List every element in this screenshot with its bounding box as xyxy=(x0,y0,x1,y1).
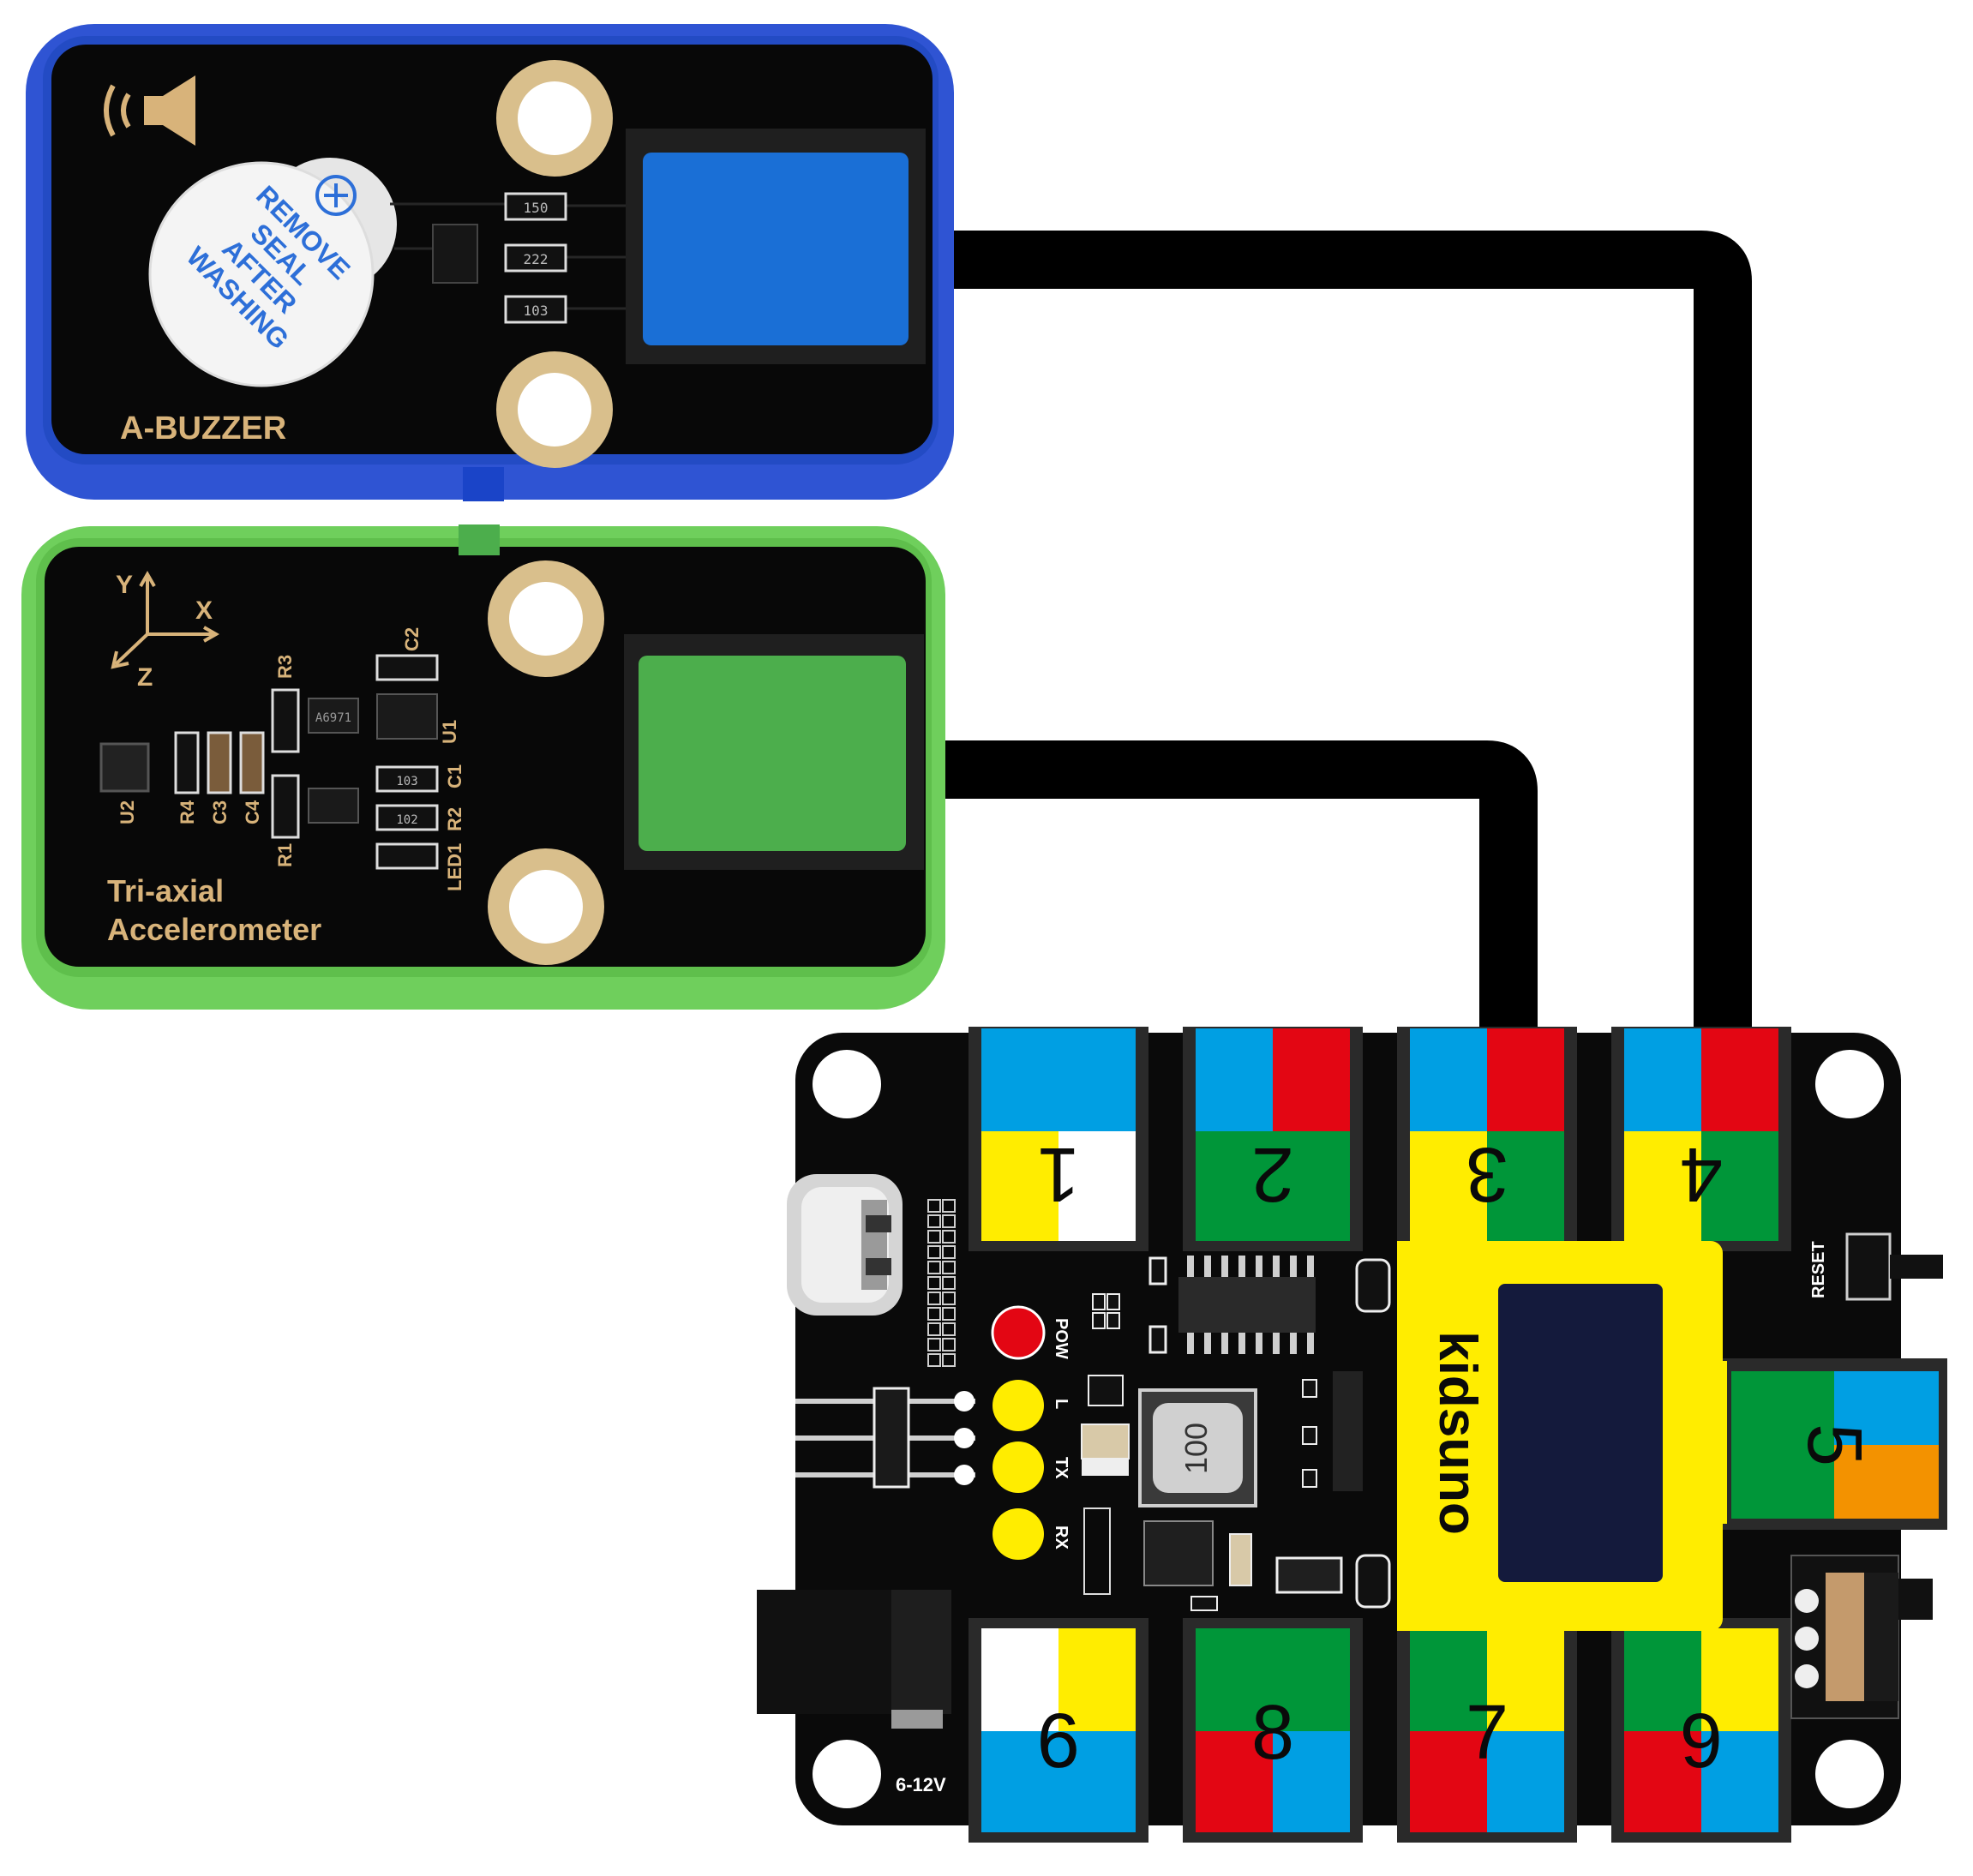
reset-label: RESET xyxy=(1809,1241,1828,1298)
power-input-label: 6-12V xyxy=(896,1774,946,1795)
svg-text:U1: U1 xyxy=(439,720,460,744)
port-1-number: 1 xyxy=(1037,1131,1080,1217)
port-2-number: 2 xyxy=(1251,1131,1294,1217)
port-6[interactable]: 6 xyxy=(1624,1628,1778,1832)
port-5[interactable]: 5 xyxy=(1731,1371,1939,1519)
svg-text:Tri-axial: Tri-axial xyxy=(107,873,224,908)
svg-text:LED1: LED1 xyxy=(444,843,465,891)
usb-c-port[interactable] xyxy=(787,1174,903,1316)
svg-text:C4: C4 xyxy=(242,800,263,824)
accel-latch xyxy=(459,524,500,555)
svg-text:103: 103 xyxy=(396,775,417,788)
buzzer-module: REMOVE SEAL AFTER WASHING 150 222 103 xyxy=(26,24,954,501)
svg-text:Accelerometer: Accelerometer xyxy=(107,912,321,947)
svg-text:R3: R3 xyxy=(274,655,296,679)
mainboard: 1 2 3 4 5 xyxy=(757,1027,1947,1843)
svg-text:222: 222 xyxy=(524,251,549,267)
svg-text:X: X xyxy=(195,596,213,625)
l-led xyxy=(992,1380,1044,1431)
accelerometer-module: Y X Z A6971 103 102 R3 C2 U1 xyxy=(21,524,945,1010)
svg-text:POW: POW xyxy=(1052,1318,1070,1359)
rx-led xyxy=(992,1508,1044,1560)
cable-buzzer-to-port-4 xyxy=(951,260,1723,1028)
port-5-number: 5 xyxy=(1791,1423,1877,1466)
port-3[interactable]: 3 xyxy=(1410,1028,1564,1241)
buzzer-resistors: 150 222 103 xyxy=(506,194,566,322)
inductor-code: 100 xyxy=(1178,1423,1214,1474)
port-9[interactable]: 9 xyxy=(981,1628,1136,1832)
pow-led xyxy=(992,1307,1044,1358)
port-3-number: 3 xyxy=(1466,1131,1508,1217)
dc-power-jack[interactable] xyxy=(757,1590,951,1729)
port-4[interactable]: 4 xyxy=(1624,1028,1778,1241)
svg-text:R4: R4 xyxy=(177,800,198,824)
buzzer-label: A-BUZZER xyxy=(120,411,286,447)
svg-text:C3: C3 xyxy=(209,800,231,824)
svg-text:C1: C1 xyxy=(444,764,465,788)
port-7-number: 7 xyxy=(1466,1690,1508,1776)
svg-text:C2: C2 xyxy=(401,627,423,651)
svg-text:103: 103 xyxy=(524,303,549,319)
svg-text:102: 102 xyxy=(396,813,417,827)
power-inductor: 100 xyxy=(1140,1390,1256,1506)
port-4-number: 4 xyxy=(1680,1131,1723,1217)
svg-text:A6971: A6971 xyxy=(315,711,351,725)
svg-text:Z: Z xyxy=(137,663,153,692)
port-2[interactable]: 2 xyxy=(1196,1028,1350,1241)
port-8-number: 8 xyxy=(1251,1690,1294,1776)
port-8[interactable]: 8 xyxy=(1196,1628,1350,1832)
cables xyxy=(939,260,1723,1028)
port-1[interactable]: 1 xyxy=(981,1028,1136,1241)
tx-led xyxy=(992,1441,1044,1493)
display-module: kidsuno xyxy=(1397,1241,1727,1631)
brand-logo: kidsuno xyxy=(1428,1331,1487,1535)
svg-text:Y: Y xyxy=(116,571,133,599)
cable-accelerometer-to-port-3 xyxy=(939,770,1508,1028)
svg-text:L: L xyxy=(1052,1399,1070,1409)
accel-connector-port xyxy=(639,656,906,851)
accel-chip xyxy=(101,744,148,791)
buzzer-connector-port xyxy=(643,153,909,345)
oled-screen xyxy=(1498,1284,1663,1582)
port-6-number: 6 xyxy=(1680,1697,1723,1783)
svg-text:U2: U2 xyxy=(117,800,138,824)
svg-text:TX: TX xyxy=(1052,1457,1070,1479)
transistor xyxy=(433,225,477,283)
port-9-number: 9 xyxy=(1037,1697,1080,1783)
svg-text:RX: RX xyxy=(1052,1525,1070,1549)
port-7[interactable]: 7 xyxy=(1410,1628,1564,1832)
svg-text:150: 150 xyxy=(524,200,549,216)
buzzer-latch xyxy=(463,467,504,501)
svg-text:R1: R1 xyxy=(274,843,296,867)
svg-text:R2: R2 xyxy=(444,807,465,831)
power-switch[interactable] xyxy=(1791,1555,1933,1718)
